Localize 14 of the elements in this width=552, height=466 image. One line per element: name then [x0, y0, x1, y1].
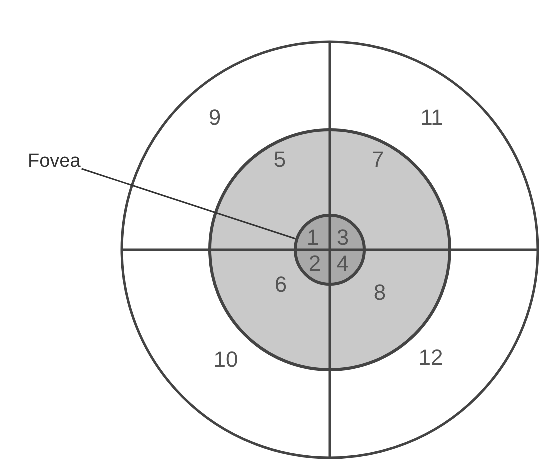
callout-label: Fovea	[28, 152, 81, 171]
sector-number: 1	[306, 227, 320, 249]
sector-number: 12	[418, 347, 444, 369]
sector-number: 8	[374, 282, 386, 304]
sector-number: 4	[336, 253, 350, 275]
sector-number: 10	[214, 349, 238, 371]
sector-number: 2	[308, 253, 322, 275]
sector-number: 7	[372, 149, 384, 171]
leader-line	[82, 168, 296, 240]
sector-number: 3	[336, 227, 350, 249]
sector-number: 9	[208, 107, 222, 129]
sector-number: 5	[274, 149, 286, 171]
sector-number: 11	[420, 107, 444, 129]
sector-number: 6	[274, 274, 288, 296]
